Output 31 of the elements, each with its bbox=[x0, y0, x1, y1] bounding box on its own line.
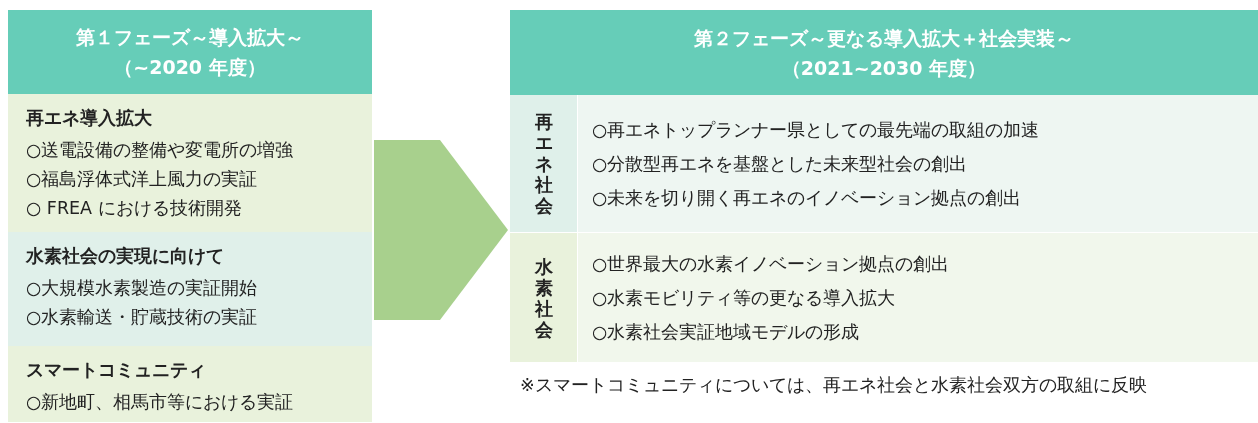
list-item: ○新地町、相馬市等における実証 bbox=[26, 391, 295, 414]
note: ※スマートコミュニティについては、再エネ社会と水素社会双方の取組に反映 bbox=[520, 374, 1147, 397]
list-item: ○世界最大の水素イノベーション拠点の創出 bbox=[592, 252, 951, 276]
row-label: 再エネ社会 bbox=[533, 111, 554, 216]
list-item: ○水素モビリティ等の更なる導入拡大 bbox=[592, 286, 897, 310]
row-label: 水素社会 bbox=[533, 255, 554, 340]
column-panel bbox=[510, 10, 1258, 362]
section-heading: 再エネ導入拡大 bbox=[26, 107, 153, 130]
header-period: （2021~2030 年度） bbox=[781, 55, 987, 81]
items-box bbox=[578, 95, 1258, 232]
header-title: 第１フェーズ～導入拡大～ bbox=[76, 25, 304, 50]
header-box bbox=[8, 10, 372, 94]
section-heading: スマートコミュニティ bbox=[26, 359, 207, 382]
row-label-box bbox=[510, 95, 577, 232]
list-item: ○分散型再エネを基盤とした未来型社会の創出 bbox=[592, 152, 969, 176]
header-box bbox=[510, 10, 1258, 95]
list-item: ○未来を切り開く再エネのイノベーション拠点の創出 bbox=[592, 186, 1023, 210]
list-item: ○ FREA における技術開発 bbox=[26, 197, 243, 220]
header-period: （~2020 年度） bbox=[114, 55, 266, 80]
list-item: ○水素社会実証地域モデルの形成 bbox=[592, 320, 861, 344]
items-box bbox=[578, 233, 1258, 362]
list-item: ○大規模水素製造の実証開始 bbox=[26, 277, 259, 300]
list-item: ○水素輸送・貯蔵技術の実証 bbox=[26, 306, 259, 329]
list-item: ○再エネトップランナー県としての最先端の取組の加速 bbox=[592, 118, 1041, 142]
header-title: 第２フェーズ～更なる導入拡大＋社会実装～ bbox=[694, 25, 1074, 51]
section-heading: 水素社会の実現に向けて bbox=[26, 245, 225, 268]
arrow bbox=[374, 140, 508, 320]
list-item: ○送電設備の整備や変電所の増強 bbox=[26, 139, 295, 162]
section-box bbox=[8, 232, 372, 346]
row-label-box bbox=[510, 233, 577, 362]
list-item: ○福島浮体式洋上風力の実証 bbox=[26, 168, 259, 191]
